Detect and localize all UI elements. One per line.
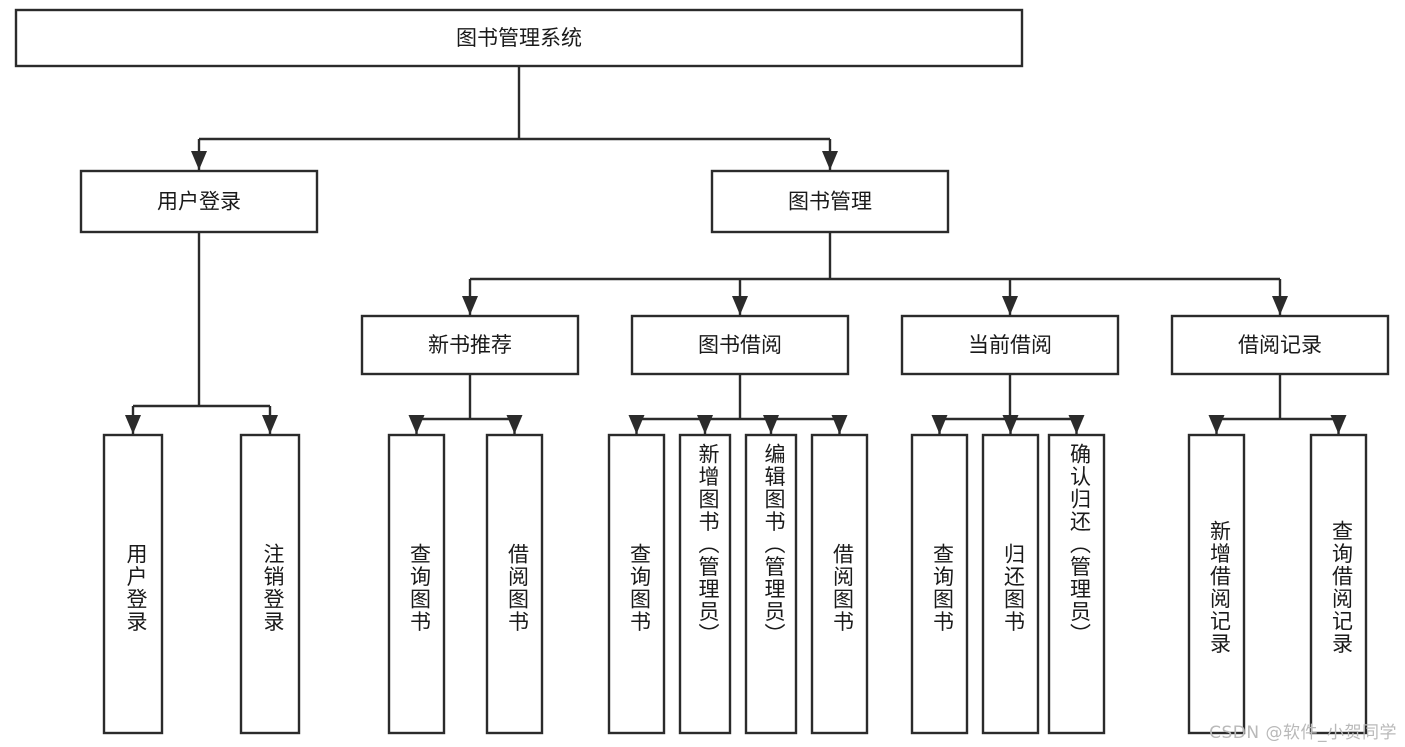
leaf-node-7-rect[interactable] xyxy=(810,433,869,735)
arrow-user-login-leaf-1 xyxy=(262,415,278,434)
arrow-1-leaf-0 xyxy=(628,415,645,434)
leaf-node-5-rect[interactable] xyxy=(678,433,732,735)
level2-node-0[interactable]: 用户登录 xyxy=(79,169,319,234)
level3-node-3-rect[interactable] xyxy=(1170,314,1390,376)
arrow-to-level3-0 xyxy=(462,296,478,315)
leaf-node-6[interactable] xyxy=(744,433,798,735)
level3-node-3[interactable]: 借阅记录 xyxy=(1170,314,1390,376)
leaf-node-10[interactable] xyxy=(1047,433,1106,735)
arrow-3-leaf-1 xyxy=(1330,415,1347,434)
arrow-1-leaf-2 xyxy=(763,415,779,434)
level3-node-1[interactable]: 图书借阅 xyxy=(630,314,850,376)
leaf-node-8[interactable] xyxy=(910,433,969,735)
leaf-node-11-rect[interactable] xyxy=(1187,433,1246,735)
leaf-node-3[interactable] xyxy=(485,433,544,735)
leaf-node-6-rect[interactable] xyxy=(744,433,798,735)
arrow-2-leaf-2 xyxy=(1068,415,1085,434)
leaf-node-1-rect[interactable] xyxy=(239,433,301,735)
leaf-node-3-rect[interactable] xyxy=(485,433,544,735)
arrow-to-level3-3 xyxy=(1272,296,1288,315)
leaf-node-1[interactable] xyxy=(239,433,301,735)
leaf-node-11[interactable] xyxy=(1187,433,1246,735)
arrow-2-leaf-1 xyxy=(1002,415,1019,434)
leaf-node-4-rect[interactable] xyxy=(607,433,666,735)
arrow-1-leaf-1 xyxy=(697,415,713,434)
arrow-0-leaf-0 xyxy=(408,415,425,434)
level2-node-1[interactable]: 图书管理 xyxy=(710,169,950,234)
arrow-user-login-leaf-0 xyxy=(125,415,141,434)
root-node-book-management-system-label: 图书管理系统 xyxy=(456,26,582,50)
connector-lines xyxy=(125,66,1347,434)
leaf-node-0[interactable] xyxy=(102,433,164,735)
level2-node-1-rect[interactable] xyxy=(710,169,950,234)
level2-node-0-label: 用户登录 xyxy=(157,190,241,214)
leaf-node-5[interactable] xyxy=(678,433,732,735)
arrow-to-book-management xyxy=(822,151,838,170)
level3-node-1-label: 图书借阅 xyxy=(698,333,782,357)
root-node-book-management-system[interactable]: 图书管理系统 xyxy=(14,8,1024,68)
leaf-node-0-rect[interactable] xyxy=(102,433,164,735)
leaf-node-8-rect[interactable] xyxy=(910,433,969,735)
level3-node-2-rect[interactable] xyxy=(900,314,1120,376)
arrow-to-level3-1 xyxy=(732,296,748,315)
arrow-2-leaf-0 xyxy=(931,415,948,434)
leaf-node-10-rect[interactable] xyxy=(1047,433,1106,735)
leaf-node-9-rect[interactable] xyxy=(981,433,1040,735)
level3-node-2-label: 当前借阅 xyxy=(968,333,1052,357)
level3-node-0[interactable]: 新书推荐 xyxy=(360,314,580,376)
level2-node-0-rect[interactable] xyxy=(79,169,319,234)
level3-node-1-rect[interactable] xyxy=(630,314,850,376)
level3-node-0-label: 新书推荐 xyxy=(428,333,512,357)
level3-node-0-rect[interactable] xyxy=(360,314,580,376)
level3-node-2[interactable]: 当前借阅 xyxy=(900,314,1120,376)
watermark-text: CSDN @软件_小贺同学 xyxy=(1209,723,1397,743)
leaf-node-12[interactable] xyxy=(1309,433,1368,735)
arrow-0-leaf-1 xyxy=(506,415,523,434)
leaf-node-2-rect[interactable] xyxy=(387,433,446,735)
level2-node-1-label: 图书管理 xyxy=(788,190,872,214)
arrow-to-user-login xyxy=(191,151,207,170)
leaf-node-4[interactable] xyxy=(607,433,666,735)
arrow-3-leaf-0 xyxy=(1208,415,1225,434)
root-node-book-management-system-rect[interactable] xyxy=(14,8,1024,68)
arrow-1-leaf-3 xyxy=(831,415,848,434)
arrow-to-level3-2 xyxy=(1002,296,1018,315)
level3-node-3-label: 借阅记录 xyxy=(1238,333,1322,357)
leaf-node-12-rect[interactable] xyxy=(1309,433,1368,735)
leaf-node-7[interactable] xyxy=(810,433,869,735)
leaf-node-2[interactable] xyxy=(387,433,446,735)
leaf-node-9[interactable] xyxy=(981,433,1040,735)
